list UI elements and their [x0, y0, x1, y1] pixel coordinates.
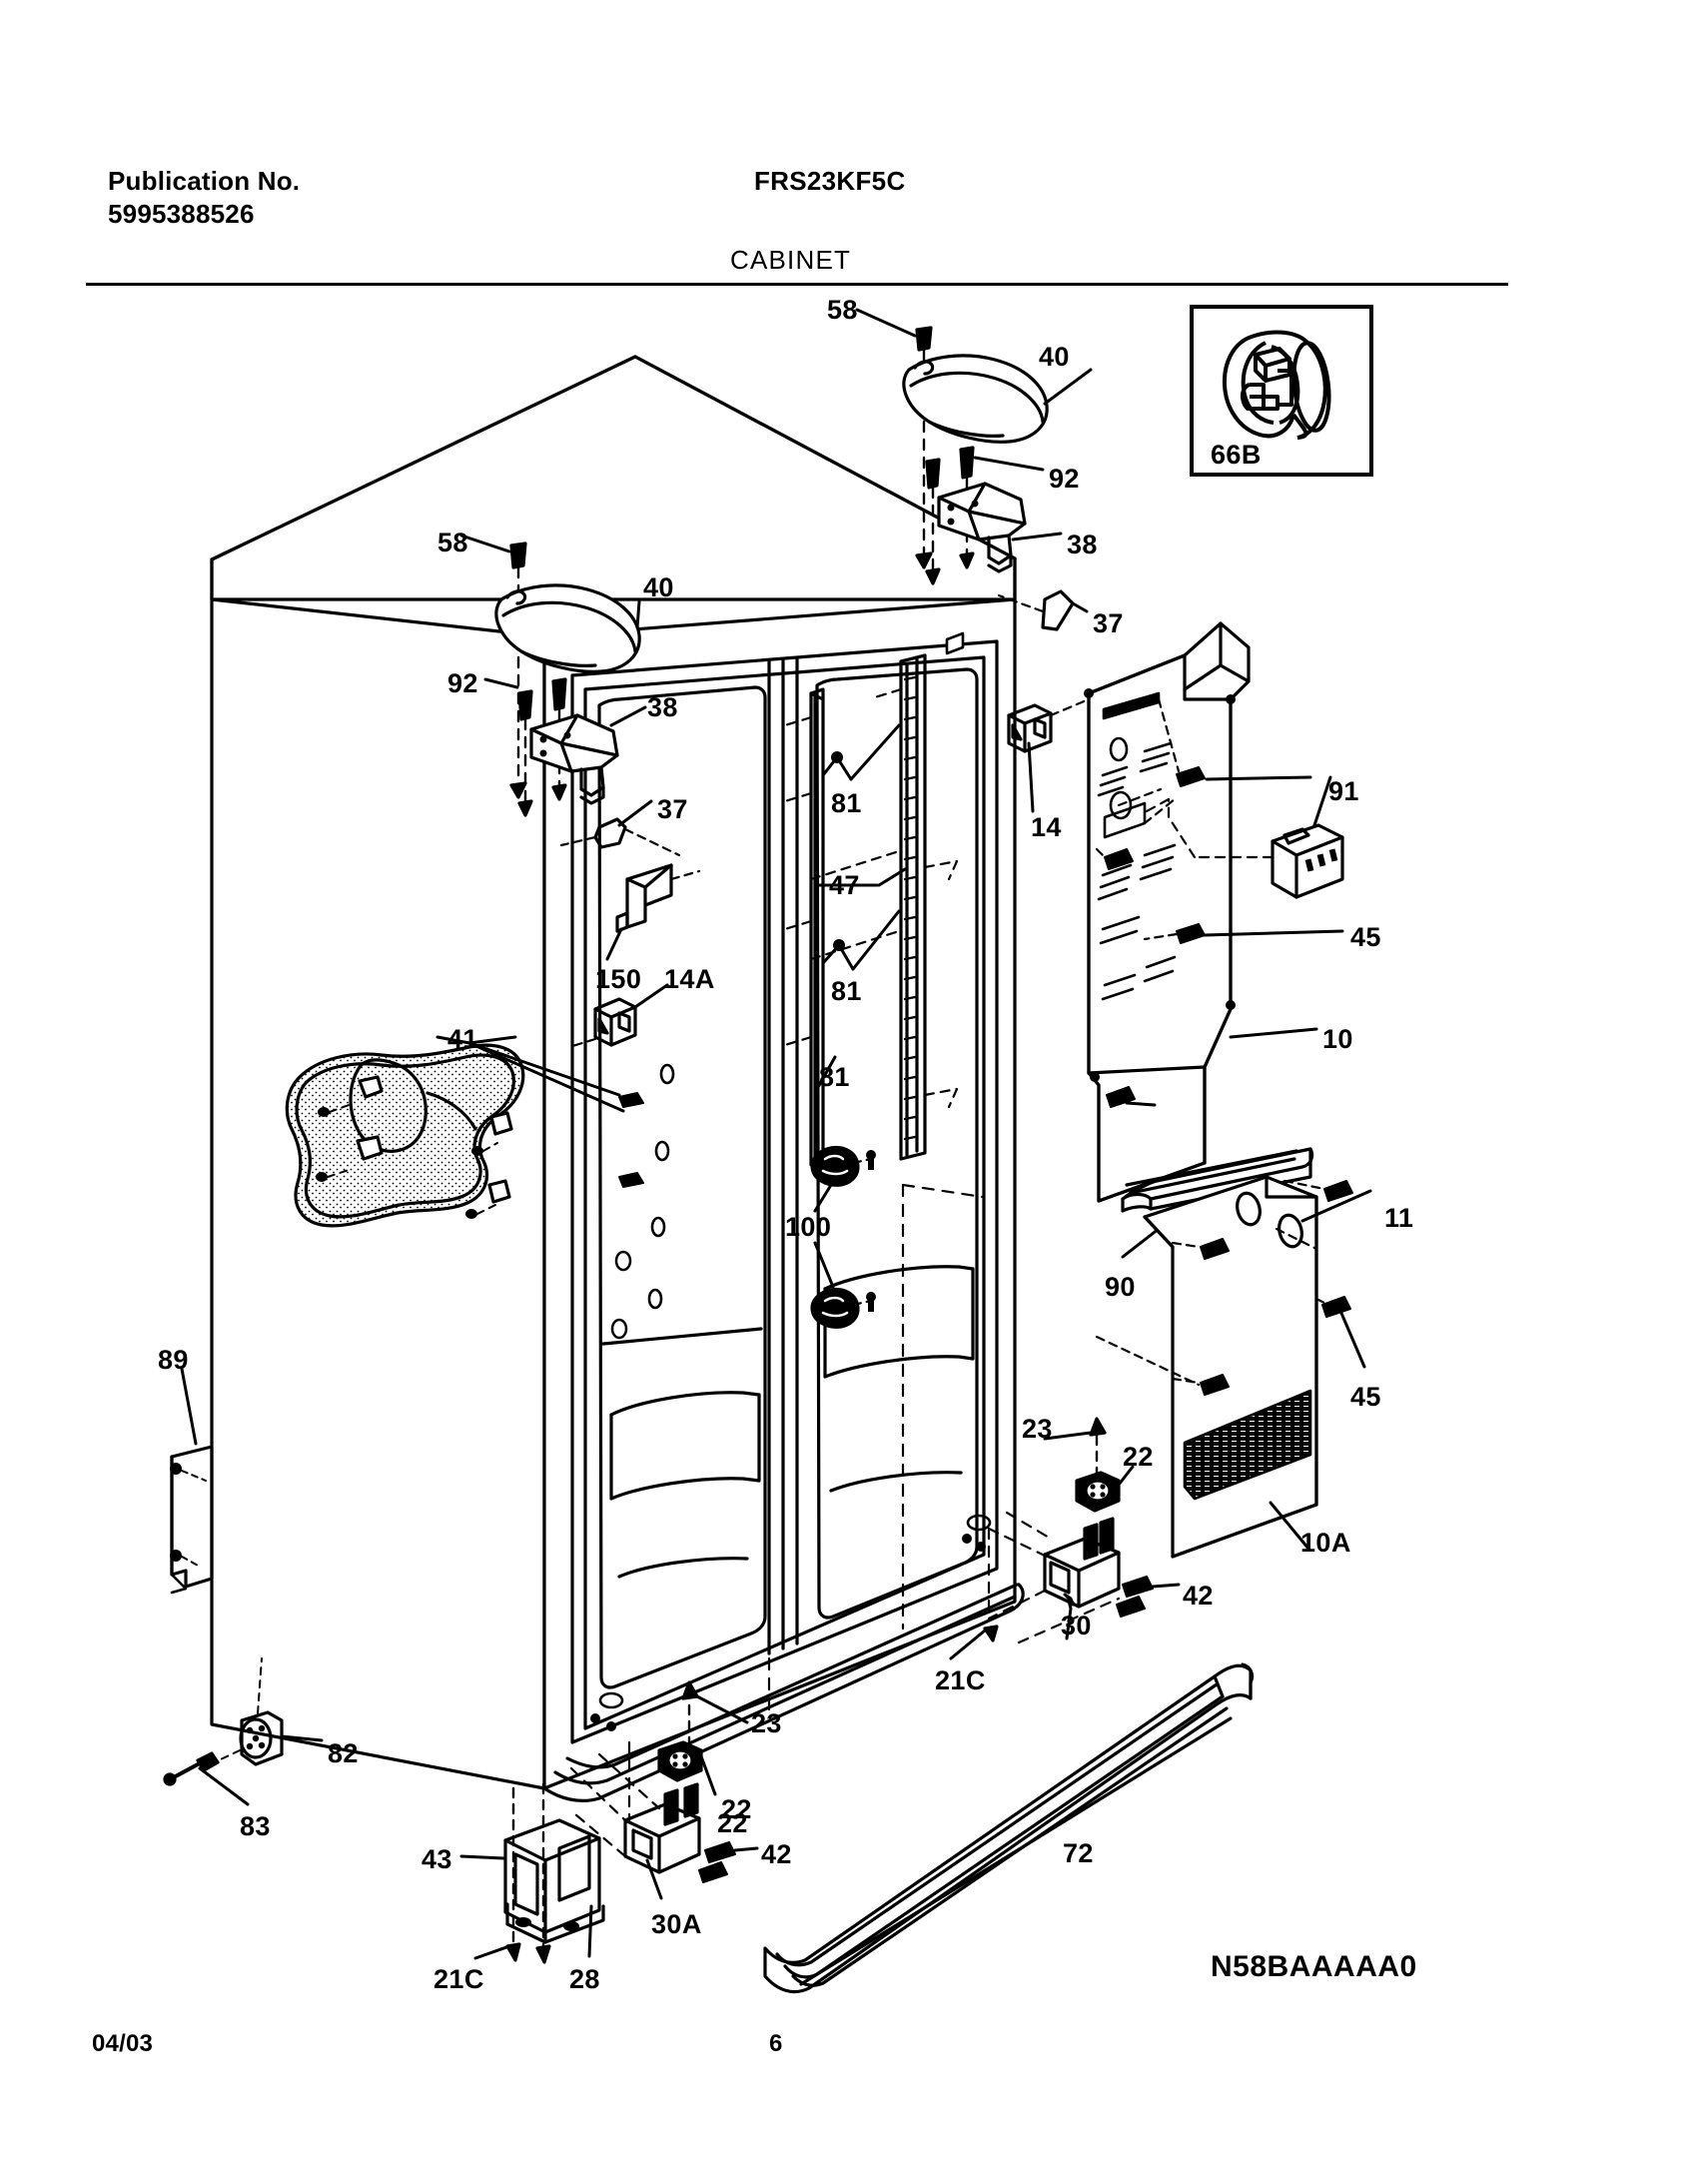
page-number: 6 — [769, 2030, 783, 2057]
inset-part-label: 66B — [1211, 440, 1262, 470]
revision-date: 04/03 — [92, 2030, 154, 2057]
callout-42-bot: 42 — [761, 1839, 792, 1869]
callout-58-top: 58 — [827, 295, 858, 325]
publication-label: Publication No. — [108, 166, 301, 196]
callout-28: 28 — [569, 1964, 600, 1994]
callout-72: 72 — [1063, 1838, 1094, 1868]
callout-38-left: 38 — [647, 692, 678, 722]
inset-detail-box — [1190, 305, 1373, 477]
callout-40-top: 40 — [1039, 342, 1070, 372]
callout-45-top: 45 — [1350, 922, 1381, 952]
model-number: FRS23KF5C — [754, 166, 906, 196]
callout-10: 10 — [1322, 1024, 1353, 1054]
callout-14A: 14A — [664, 964, 715, 994]
callout-100: 100 — [785, 1212, 832, 1242]
callout-83: 83 — [240, 1811, 271, 1841]
callout-81-b: 81 — [831, 976, 862, 1006]
callout-30: 30 — [1061, 1611, 1092, 1640]
callout-22-ctr: 22 — [721, 1794, 752, 1824]
callout-82: 82 — [328, 1738, 359, 1768]
callout-23-mid: 23 — [1022, 1414, 1053, 1444]
callout-90: 90 — [1105, 1272, 1136, 1302]
callout-41: 41 — [447, 1024, 478, 1054]
callout-89: 89 — [158, 1345, 189, 1375]
callout-42-mid: 42 — [1183, 1581, 1214, 1611]
callout-81-c: 81 — [819, 1062, 850, 1092]
page-title: CABINET — [730, 245, 852, 275]
callout-21C-mid: 21C — [935, 1665, 986, 1695]
callout-23-ctr: 23 — [751, 1708, 782, 1738]
callout-10A: 10A — [1300, 1528, 1351, 1558]
callout-91: 91 — [1328, 776, 1359, 806]
diagram-code: N58BAAAAA0 — [1211, 1950, 1417, 1983]
callout-150: 150 — [595, 964, 642, 994]
callout-92-top: 92 — [1049, 464, 1080, 494]
callout-37-top: 37 — [1093, 608, 1124, 638]
callout-22-bot: 22 — [717, 1808, 748, 1838]
publication-number: 5995388526 — [108, 199, 255, 229]
callout-21C-left: 21C — [433, 1964, 484, 1994]
callout-11: 11 — [1384, 1203, 1414, 1233]
callout-30A: 30A — [651, 1909, 702, 1939]
callout-37-left: 37 — [657, 794, 688, 824]
header-divider — [86, 283, 1508, 286]
callout-40-left: 40 — [643, 572, 674, 602]
callout-45-bot: 45 — [1350, 1382, 1381, 1412]
callout-22-mid: 22 — [1123, 1442, 1154, 1472]
callout-47: 47 — [829, 870, 860, 900]
callout-43: 43 — [422, 1844, 452, 1874]
grommet-bushing-icon — [1222, 330, 1331, 440]
callout-58-left: 58 — [437, 528, 468, 557]
callout-38-top: 38 — [1067, 530, 1098, 559]
callout-92-left: 92 — [447, 668, 478, 698]
callout-81-a: 81 — [831, 788, 862, 818]
callout-14: 14 — [1031, 812, 1062, 842]
